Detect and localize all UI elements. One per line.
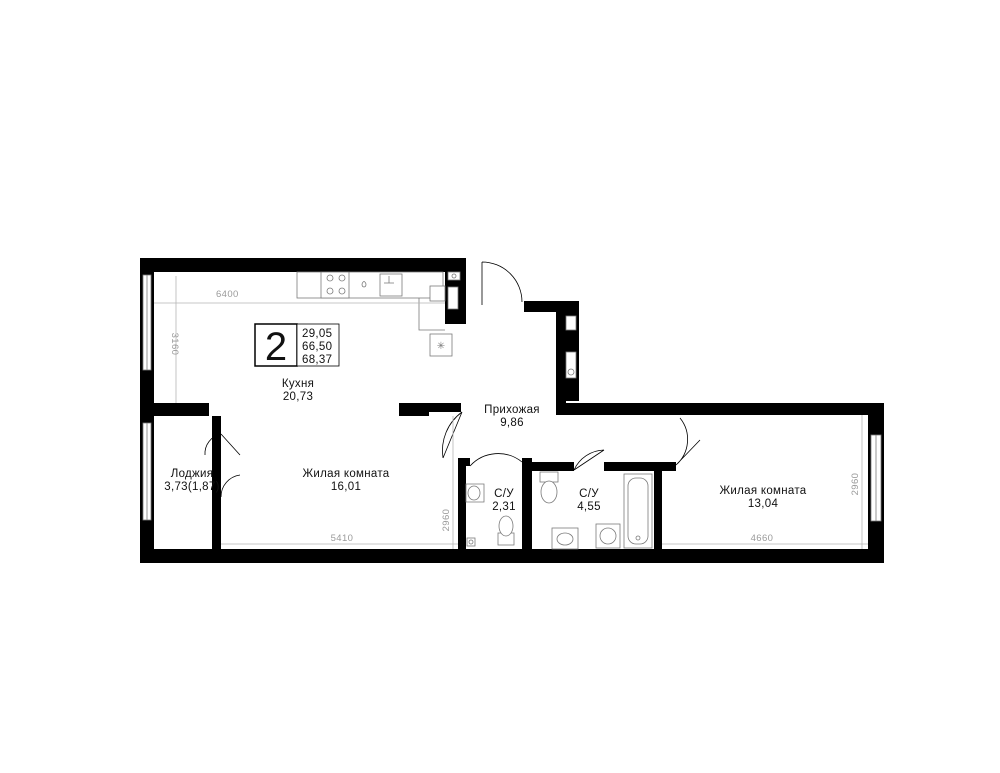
room-labels: Кухня 20,73 Прихожая 9,86 Лоджия 3,73(1,… [164, 378, 806, 513]
dimension-lines [154, 276, 868, 549]
doors [204, 261, 701, 498]
room-area-hallway: 9,86 [500, 417, 524, 429]
room2-depth-label: 2960 [850, 473, 861, 496]
room-area-bedroom-2: 13,04 [748, 498, 779, 510]
room-name-kitchen: Кухня [282, 378, 314, 390]
room2-width-label: 4660 [751, 533, 774, 544]
room-area-wc-2: 4,55 [577, 501, 601, 513]
dimension-labels: 6400 3160 5410 2960 4660 2960 [169, 289, 861, 544]
room-area-kitchen: 20,73 [283, 391, 313, 403]
total-area-with-loggia: 68,37 [302, 354, 332, 366]
kitchen-fixtures: ✳ [296, 271, 461, 357]
room-area-bedroom-1: 16,01 [331, 481, 361, 493]
room1-depth-label: 2960 [441, 509, 452, 532]
room1-width-label: 5410 [331, 533, 354, 544]
room-name-bedroom-1: Жилая комната [303, 468, 390, 480]
room-name-bedroom-2: Жилая комната [720, 485, 807, 497]
room-count-badge: 2 29,05 66,50 68,37 [254, 323, 340, 369]
room-area-wc-1: 2,31 [492, 501, 516, 513]
room-name-wc-2: С/У [579, 488, 599, 500]
kitchen-width-label: 6400 [216, 289, 239, 300]
windows [142, 274, 882, 522]
room-name-wc-1: С/У [494, 488, 514, 500]
room-name-loggia: Лоджия [171, 468, 214, 480]
room-count: 2 [265, 325, 287, 369]
living-area: 29,05 [302, 328, 332, 340]
kitchen-depth-label: 3160 [169, 333, 180, 356]
room-area-loggia: 3,73(1,87) [164, 481, 219, 493]
room-name-hallway: Прихожая [484, 404, 540, 416]
bathroom-fixtures [447, 286, 653, 550]
exhaust-icon: ✳ [437, 341, 445, 352]
total-area: 66,50 [302, 341, 332, 353]
